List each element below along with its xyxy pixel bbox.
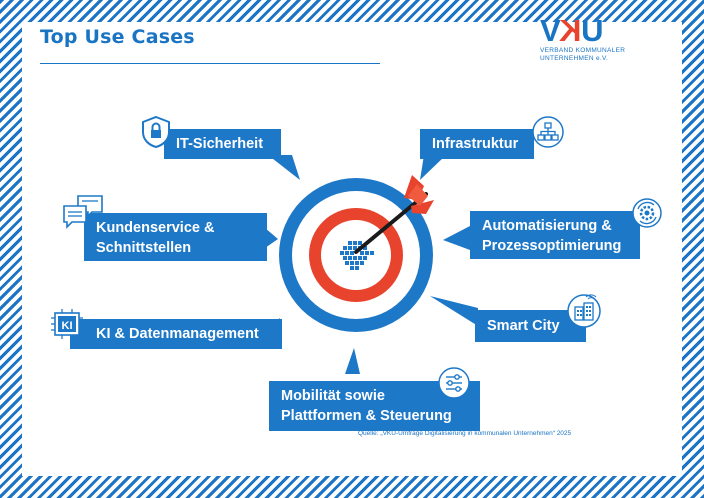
ki-chip-icon: KI (50, 309, 84, 339)
box-kundenservice: Kundenservice & Schnittstellen (84, 213, 267, 261)
network-icon (532, 116, 564, 148)
ki-badge-text: KI (62, 320, 73, 332)
pointer-automatisierung (443, 226, 470, 250)
box-smart-city: Smart City (475, 310, 586, 342)
label-infrastruktur: Infrastruktur (432, 136, 519, 152)
logo-letter-v: V (540, 13, 561, 48)
source-note: Quelle: „VKU-Umfrage Digitalisierung in … (358, 430, 572, 437)
box-it-sicherheit: IT-Sicherheit (164, 129, 281, 159)
arrow-fletching-bottom (411, 200, 434, 214)
lock-icon (141, 115, 171, 149)
logo-letter-u: U (581, 13, 603, 48)
target-pixel-center (340, 241, 374, 270)
chat-bubbles-icon (62, 194, 106, 230)
label-mobilitaet-2: Plattformen & Steuerung (281, 408, 452, 424)
label-automatisierung-2: Prozessoptimierung (482, 238, 622, 254)
title-divider (40, 63, 380, 64)
arrow-shaft (354, 192, 428, 254)
smart-city-icon (567, 294, 601, 328)
label-automatisierung-1: Automatisierung & (482, 218, 612, 234)
sliders-icon (438, 367, 470, 399)
box-infrastruktur: Infrastruktur (420, 129, 534, 159)
pointer-smart-city (430, 296, 478, 326)
pointer-mobilitaet (345, 348, 360, 374)
pointer-infrastruktur (420, 155, 446, 180)
logo-line-2: UNTERNEHMEN e.V. (540, 55, 609, 62)
logo-line-1: VERBAND KOMMUNALER (540, 47, 626, 54)
pointer-it-sicherheit (268, 155, 300, 180)
target (279, 178, 433, 332)
pointer-kundenservice (265, 228, 278, 248)
label-it-sicherheit: IT-Sicherheit (176, 136, 264, 152)
label-ki: KI & Datenmanagement (96, 326, 259, 342)
box-automatisierung: Automatisierung & Prozessoptimierung (470, 211, 640, 259)
arrow (354, 175, 434, 254)
label-mobilitaet-1: Mobilität sowie (281, 388, 385, 404)
box-ki: KI & Datenmanagement (70, 319, 282, 349)
label-kundenservice-1: Kundenservice & (96, 220, 215, 236)
page-title: Top Use Cases (40, 26, 195, 48)
label-kundenservice-2: Schnittstellen (96, 240, 192, 256)
vku-logo: VKU VERBAND KOMMUNALER UNTERNEHMEN e.V. (540, 13, 650, 63)
gear-cycle-icon (632, 198, 662, 228)
label-smart-city: Smart City (487, 318, 560, 334)
arrow-fletching-mid (408, 184, 428, 206)
logo-mark: VKU (540, 13, 650, 48)
